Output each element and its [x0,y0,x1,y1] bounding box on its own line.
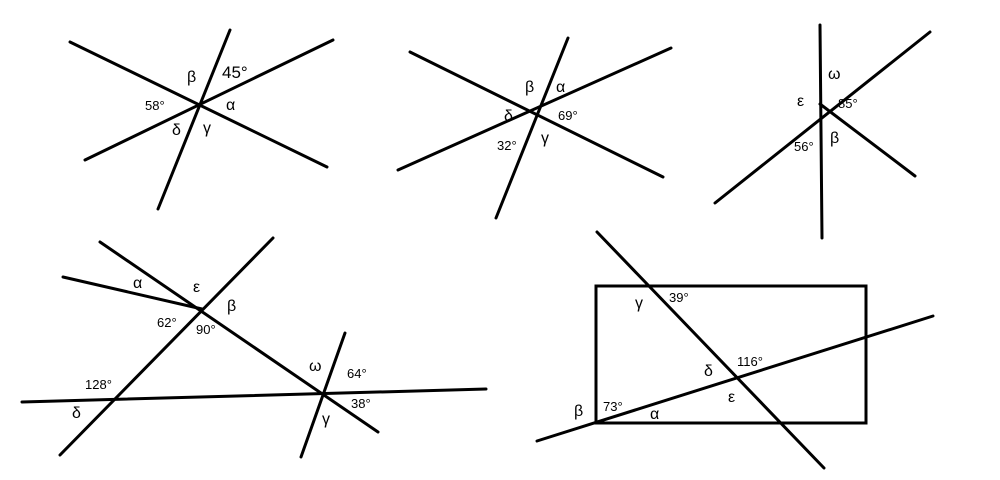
fig5-alpha-label: α [650,406,659,423]
figure-4: α ε β 62° 90° 128° δ ω 64° 38° γ [20,236,488,459]
fig3-line-rising [713,30,932,205]
fig4-alpha-label: α [133,275,142,292]
fig2-line-b [396,46,673,172]
fig4-angle-64-label: 64° [347,366,367,381]
fig1-line-c [156,28,232,211]
fig3-beta-label: β [830,130,839,147]
fig5-angle-39-label: 39° [669,290,689,305]
fig3-angle-56-label: 56° [794,139,814,154]
fig1-alpha-label: α [226,97,235,114]
fig5-rectangle [594,284,868,425]
fig4-line-diagonal [98,240,380,434]
fig4-gamma-label: γ [322,411,330,428]
fig2-gamma-label: γ [541,130,549,147]
fig2-beta-label: β [525,79,534,96]
fig4-delta-label: δ [72,405,81,422]
figure-3: ω ε 85° 56° β [713,23,932,240]
fig4-beta-label: β [227,298,236,315]
fig2-alpha-label: α [556,79,565,96]
fig2-delta-label: δ [504,108,513,125]
fig1-line-b [83,38,335,162]
fig4-omega-label: ω [309,358,322,375]
fig4-line-falling [58,236,275,457]
fig4-angle-90-label: 90° [196,322,216,337]
fig5-delta-label: δ [704,363,713,380]
fig5-line-rising [535,314,935,443]
fig5-epsilon-label: ε [728,389,735,406]
fig1-angle-45-label: 45° [222,63,248,82]
fig1-gamma-label: γ [203,120,211,137]
fig4-angle-62-label: 62° [157,315,177,330]
fig4-angle-128-label: 128° [85,377,112,392]
fig3-epsilon-label: ε [797,93,804,110]
fig3-line-ray [818,102,917,178]
figure-2: β α δ 69° 32° γ [396,36,673,220]
fig2-angle-32-label: 32° [497,138,517,153]
fig4-angle-38-label: 38° [351,396,371,411]
fig3-angle-85-label: 85° [838,96,858,111]
fig2-angle-69-label: 69° [558,108,578,123]
fig5-angle-116-label: 116° [737,354,763,369]
fig5-gamma-label: γ [635,295,643,312]
fig1-delta-label: δ [172,122,181,139]
figure-1: β 45° α 58° δ γ [68,28,335,211]
fig5-line-falling [595,230,826,470]
fig4-epsilon-label: ε [193,279,200,296]
fig5-beta-label: β [574,403,583,420]
fig4-line-steep [299,331,347,459]
fig3-line-vertical [818,23,824,240]
fig2-line-c [494,36,570,220]
fig5-angle-73-label: 73° [603,399,623,414]
fig1-angle-58-label: 58° [145,98,165,113]
fig4-line-short [61,275,204,311]
figure-5: γ 39° δ 116° ε β 73° α [535,230,935,470]
fig1-beta-label: β [187,69,196,86]
fig3-omega-label: ω [828,66,841,83]
fig4-line-horizontal [20,387,488,404]
